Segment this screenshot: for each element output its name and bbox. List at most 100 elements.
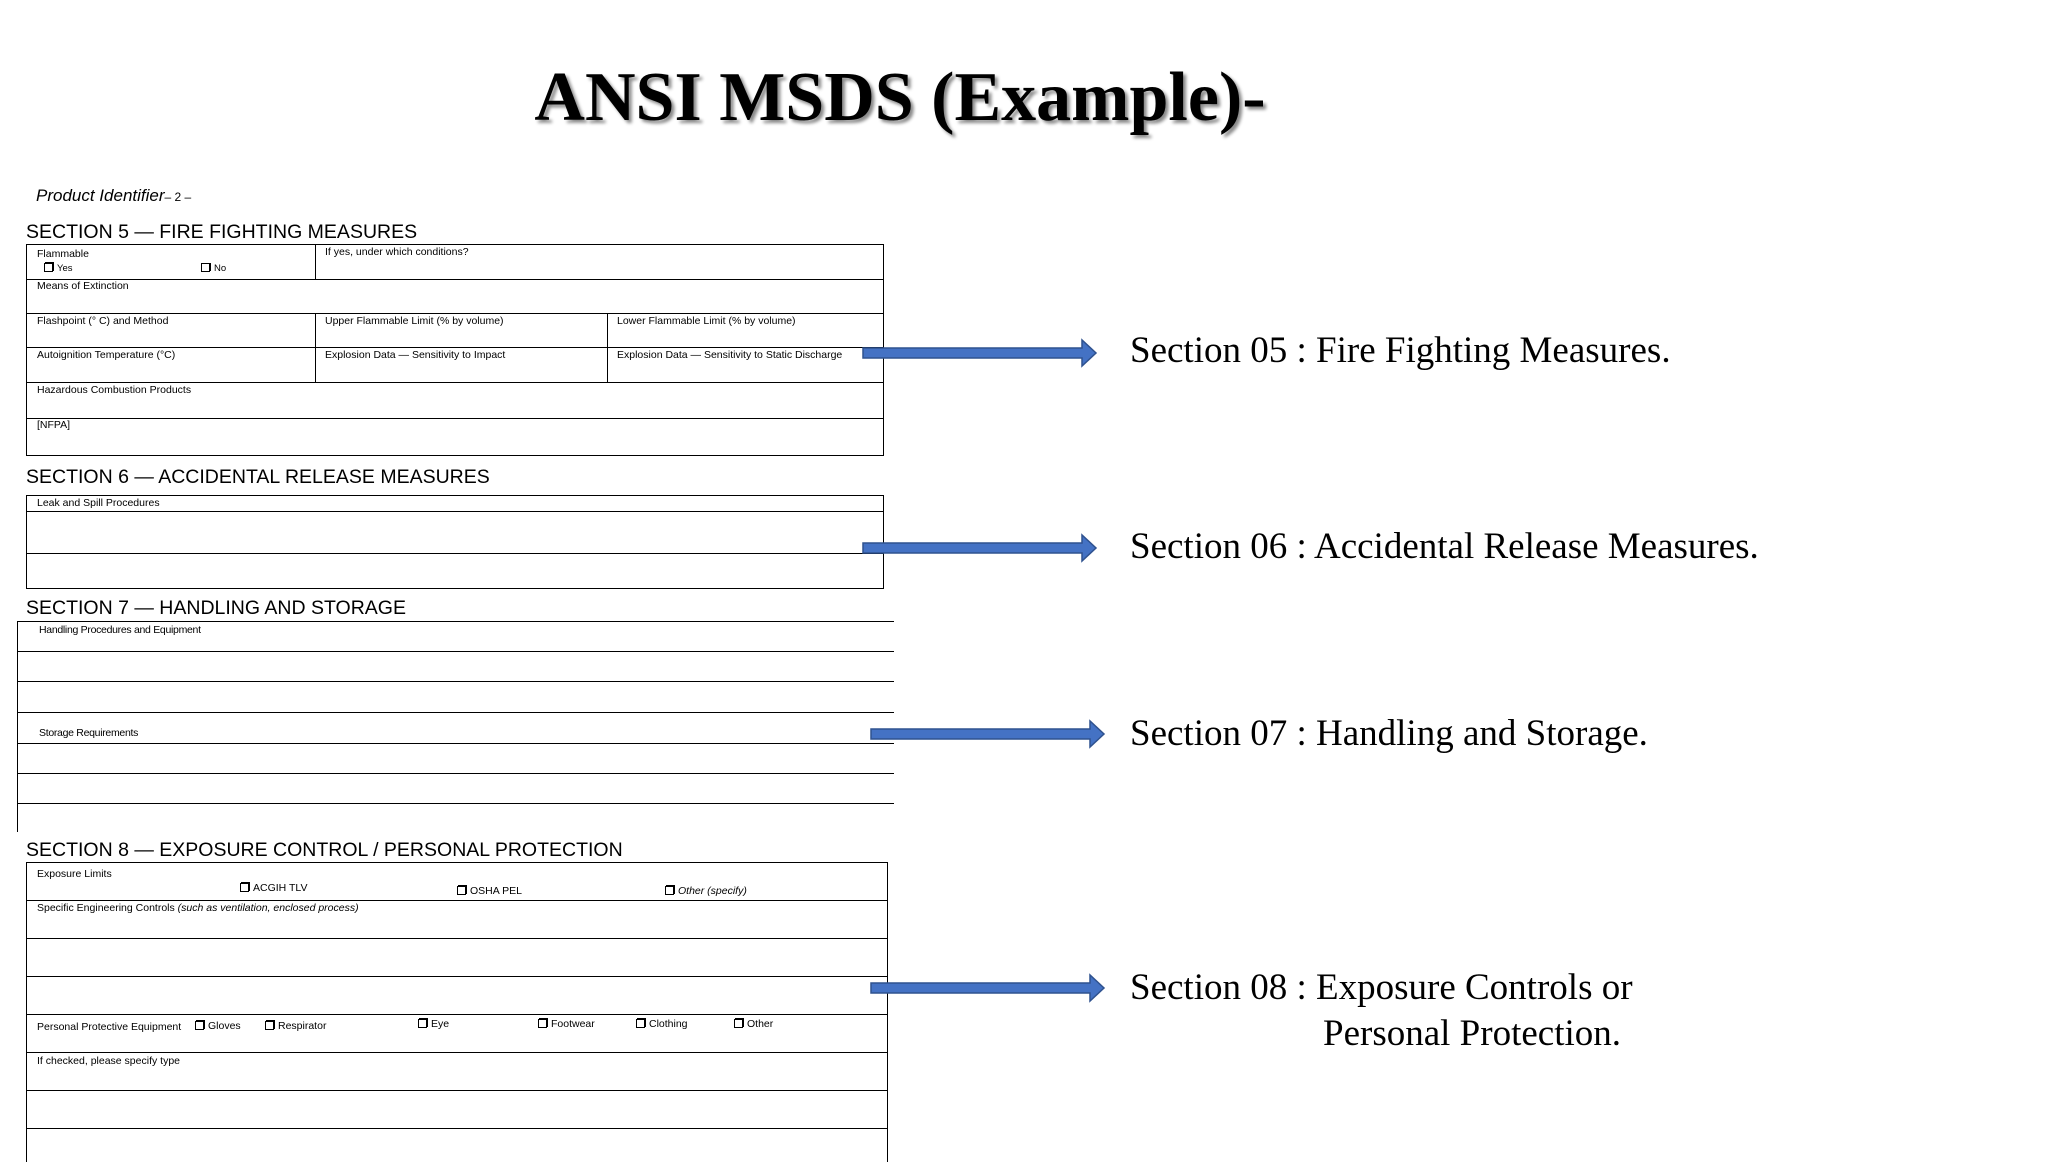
arrow-right-icon xyxy=(862,338,1098,368)
arrow-right-icon xyxy=(870,719,1106,749)
checkbox-icon xyxy=(44,263,53,272)
section7-row-line xyxy=(17,712,894,713)
storage-label: Storage Requirements xyxy=(39,727,139,739)
upper-limit-label: Upper Flammable Limit (% by volume) xyxy=(325,315,504,327)
flammable-yes[interactable]: Yes xyxy=(44,263,73,274)
footwear-checkbox[interactable]: Footwear xyxy=(538,1018,595,1030)
footwear-label: Footwear xyxy=(551,1018,595,1030)
section7-row-line xyxy=(17,681,894,682)
checkbox-icon xyxy=(418,1019,427,1028)
arrow-right-icon xyxy=(862,533,1098,563)
flammable-label: Flammable xyxy=(37,248,89,260)
other-label: Other xyxy=(747,1018,774,1030)
section8-row-line xyxy=(26,1014,888,1015)
section7-left-line xyxy=(17,621,18,832)
checkbox-icon xyxy=(265,1021,274,1030)
section8-heading: SECTION 8 — EXPOSURE CONTROL / PERSONAL … xyxy=(26,839,623,861)
checkbox-icon xyxy=(538,1019,547,1028)
extinction-label: Means of Extinction xyxy=(37,280,129,292)
section5-row-line xyxy=(26,347,884,348)
annotation-section05: Section 05 : Fire Fighting Measures. xyxy=(1130,330,1671,371)
arrow-shape xyxy=(870,719,1106,749)
ppe-label: Personal Protective Equipment xyxy=(37,1021,182,1033)
conditions-label: If yes, under which conditions? xyxy=(325,246,469,258)
page-number: – 2 – xyxy=(164,190,192,204)
section8-row-line xyxy=(26,1090,888,1091)
eye-checkbox[interactable]: Eye xyxy=(418,1018,449,1030)
section8-row-line xyxy=(26,1052,888,1053)
other-checkbox[interactable]: Other xyxy=(734,1018,773,1030)
section7-row-line xyxy=(17,651,894,652)
respirator-checkbox[interactable]: Respirator xyxy=(265,1020,326,1032)
other-specify-checkbox[interactable]: Other (specify) xyxy=(665,885,747,897)
checkbox-icon xyxy=(240,883,249,892)
other-specify-label: Other (specify) xyxy=(678,885,747,897)
arrow-right-icon xyxy=(870,973,1106,1003)
checkbox-icon xyxy=(636,1019,645,1028)
section5-col-line xyxy=(315,244,316,279)
arrow-shape xyxy=(862,338,1098,368)
section6-table xyxy=(26,495,884,589)
respirator-label: Respirator xyxy=(278,1020,327,1032)
section8-row-line xyxy=(26,938,888,939)
section5-row-line xyxy=(26,418,884,419)
flammable-no[interactable]: No xyxy=(201,263,226,275)
section7-heading: SECTION 7 — HANDLING AND STORAGE xyxy=(26,597,406,619)
checkbox-icon xyxy=(195,1021,204,1030)
section5-row-line xyxy=(26,313,884,314)
section5-heading: SECTION 5 — FIRE FIGHTING MEASURES xyxy=(26,221,418,243)
flashpoint-label: Flashpoint (° C) and Method xyxy=(37,315,169,327)
checkbox-icon xyxy=(665,886,674,895)
leak-label: Leak and Spill Procedures xyxy=(37,497,160,509)
gloves-label: Gloves xyxy=(208,1020,241,1032)
product-identifier: Product Identifier– 2 – xyxy=(36,186,191,206)
engineering-note: (such as ventilation, enclosed process) xyxy=(177,902,359,914)
checkbox-icon xyxy=(734,1019,743,1028)
clothing-checkbox[interactable]: Clothing xyxy=(636,1018,688,1030)
autoignition-label: Autoignition Temperature (°C) xyxy=(37,349,176,361)
section7-row-line xyxy=(17,743,894,744)
combustion-label: Hazardous Combustion Products xyxy=(37,384,192,396)
annotation-section06: Section 06 : Accidental Release Measures… xyxy=(1130,526,1759,567)
product-identifier-label: Product Identifier xyxy=(36,186,165,205)
arrow-shape xyxy=(862,533,1098,563)
annotation-section07: Section 07 : Handling and Storage. xyxy=(1130,713,1648,754)
section5-row-line xyxy=(26,382,884,383)
section6-heading: SECTION 6 — ACCIDENTAL RELEASE MEASURES xyxy=(26,466,490,488)
static-label: Explosion Data — Sensitivity to Static D… xyxy=(617,349,843,361)
section5-col-line xyxy=(315,313,316,382)
flammable-yes-label: Yes xyxy=(57,263,73,274)
checkbox-icon xyxy=(201,263,210,272)
exposure-limits-label: Exposure Limits xyxy=(37,868,112,880)
handling-label: Handling Procedures and Equipment xyxy=(39,624,201,636)
section7-row-line xyxy=(17,773,894,774)
checkbox-icon xyxy=(457,886,466,895)
acgih-checkbox[interactable]: ACGIH TLV xyxy=(240,882,307,894)
section5-col-line xyxy=(607,313,608,382)
nfpa-label: [NFPA] xyxy=(37,419,71,431)
section6-row-line xyxy=(26,553,884,554)
engineering-title: Specific Engineering Controls xyxy=(37,902,175,914)
section8-row-line xyxy=(26,1128,888,1129)
slide-title: ANSI MSDS (Example)- xyxy=(534,59,1266,136)
eye-label: Eye xyxy=(431,1018,450,1030)
lower-limit-label: Lower Flammable Limit (% by volume) xyxy=(617,315,796,327)
section7-row-line xyxy=(17,621,894,622)
annotation-section08-line1: Section 08 : Exposure Controls or xyxy=(1130,967,1633,1008)
osha-label: OSHA PEL xyxy=(470,885,522,897)
if-checked-label: If checked, please specify type xyxy=(37,1055,180,1067)
acgih-label: ACGIH TLV xyxy=(253,882,308,894)
annotation-section08-line2: Personal Protection. xyxy=(1323,1013,1622,1054)
gloves-checkbox[interactable]: Gloves xyxy=(195,1020,241,1032)
impact-label: Explosion Data — Sensitivity to Impact xyxy=(325,349,506,361)
section8-table xyxy=(26,862,888,1162)
engineering-label: Specific Engineering Controls (such as v… xyxy=(37,902,359,914)
osha-checkbox[interactable]: OSHA PEL xyxy=(457,885,522,897)
section7-row-line xyxy=(17,803,894,804)
section8-row-line xyxy=(26,976,888,977)
clothing-label: Clothing xyxy=(649,1018,688,1030)
flammable-no-label: No xyxy=(214,263,227,274)
section5-row-line xyxy=(26,279,884,280)
section6-row-line xyxy=(26,511,884,512)
arrow-shape xyxy=(870,973,1106,1003)
